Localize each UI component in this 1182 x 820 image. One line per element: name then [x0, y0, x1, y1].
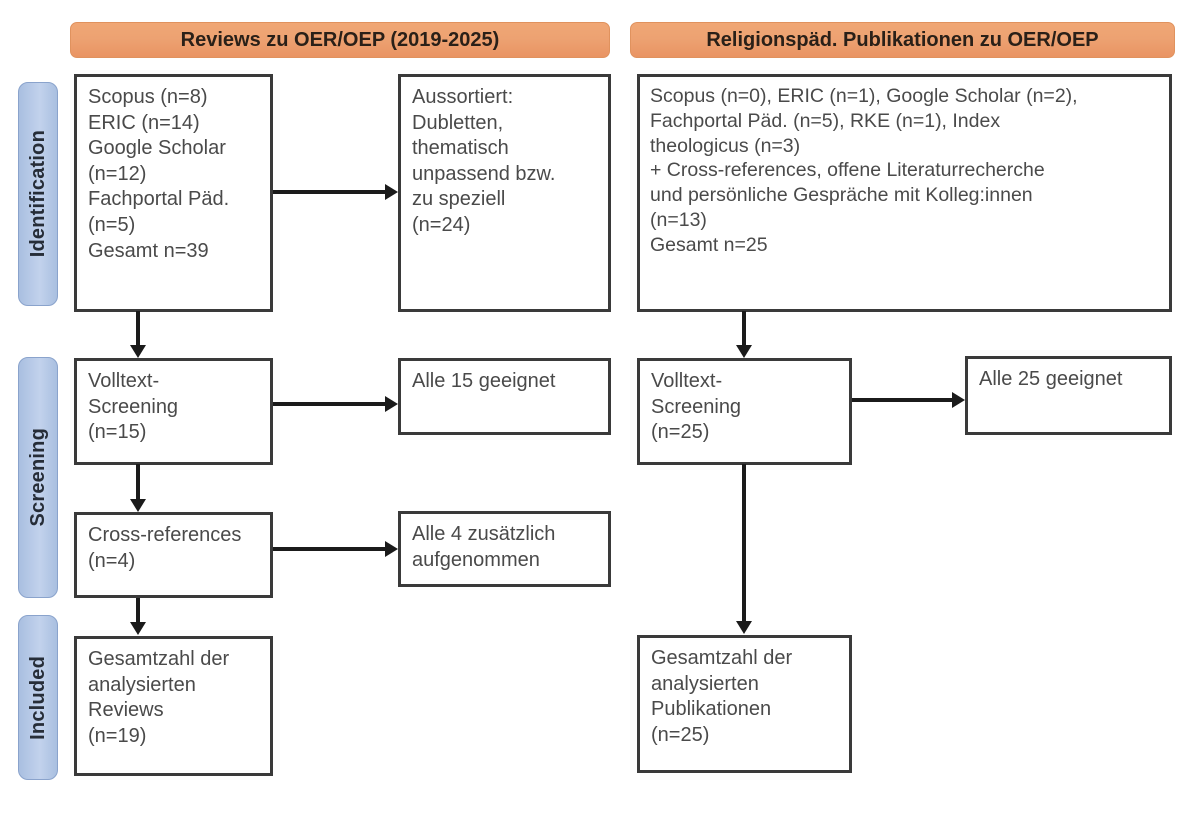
box-right-included-total: Gesamtzahl der analysierten Publikatione… [637, 635, 852, 773]
connector-left-screening-to-eligible [273, 402, 388, 406]
connector-left-sources-to-excluded [273, 190, 388, 194]
arrowhead-left-sources-to-excluded [385, 184, 398, 200]
box-left-cross-references: Cross-references (n=4) [74, 512, 273, 598]
arrowhead-right-sources-to-screening [736, 345, 752, 358]
connector-right-screening-to-eligible [852, 398, 954, 402]
banner-left-label: Reviews zu OER/OEP (2019-2025) [180, 28, 500, 51]
arrowhead-left-sources-to-screening [130, 345, 146, 358]
connector-right-sources-to-screening [742, 311, 746, 347]
box-right-fulltext-screening: Volltext- Screening (n=25) [637, 358, 852, 465]
arrowhead-left-crossrefs-to-added [385, 541, 398, 557]
phase-label-included: Included [26, 655, 49, 740]
connector-right-screening-to-included [742, 464, 746, 623]
box-left-all-eligible: Alle 15 geeignet [398, 358, 611, 435]
box-left-all-added: Alle 4 zusätzlich aufgenommen [398, 511, 611, 587]
box-right-all-eligible: Alle 25 geeignet [965, 356, 1172, 435]
box-left-included-total: Gesamtzahl der analysierten Reviews (n=1… [74, 636, 273, 776]
connector-left-screening-to-crossrefs [136, 464, 140, 500]
banner-right-column: Religionspäd. Publikationen zu OER/OEP [630, 22, 1175, 58]
connector-left-sources-to-screening [136, 311, 140, 347]
box-left-excluded: Aussortiert: Dubletten, thematisch unpas… [398, 74, 611, 312]
box-left-fulltext-screening: Volltext- Screening (n=15) [74, 358, 273, 465]
phase-label-identification: Identification [26, 130, 49, 258]
phase-bar-identification: Identification [18, 82, 58, 306]
banner-right-label: Religionspäd. Publikationen zu OER/OEP [706, 28, 1099, 51]
arrowhead-right-screening-to-eligible [952, 392, 965, 408]
arrowhead-left-crossrefs-to-included [130, 622, 146, 635]
box-left-identification-sources: Scopus (n=8) ERIC (n=14) Google Scholar … [74, 74, 273, 312]
phase-label-screening: Screening [26, 428, 49, 527]
connector-left-crossrefs-to-included [136, 598, 140, 624]
banner-left-column: Reviews zu OER/OEP (2019-2025) [70, 22, 610, 58]
connector-left-crossrefs-to-added [273, 547, 388, 551]
arrowhead-left-screening-to-crossrefs [130, 499, 146, 512]
arrowhead-left-screening-to-eligible [385, 396, 398, 412]
box-right-identification-sources: Scopus (n=0), ERIC (n=1), Google Scholar… [637, 74, 1172, 312]
arrowhead-right-screening-to-included [736, 621, 752, 634]
phase-bar-included: Included [18, 615, 58, 780]
phase-bar-screening: Screening [18, 357, 58, 598]
